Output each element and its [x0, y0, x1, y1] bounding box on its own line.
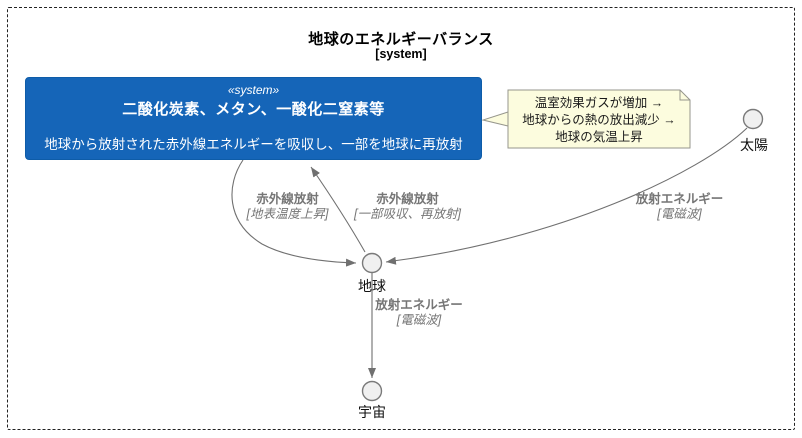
edge-label-qualifier: [電磁波] — [396, 313, 442, 327]
note-pointer-lines — [481, 111, 509, 127]
system-stereotype: «system» — [227, 83, 280, 97]
earth-node-icon — [361, 252, 383, 274]
edge-sun-to-earth — [385, 127, 748, 265]
note-fold-icon — [679, 90, 690, 101]
edge-label-earth-to-ghg: 赤外線放射 [一部吸収、再放射] — [340, 192, 475, 222]
edge-label-text: 放射エネルギー — [635, 192, 724, 206]
edge-label-text: 赤外線放射 — [256, 192, 319, 206]
edge-label-ghg-to-earth: 赤外線放射 [地表温度上昇] — [230, 192, 345, 222]
edge-label-text: 放射エネルギー — [375, 298, 463, 312]
note-line: 地球の気温上昇 — [555, 130, 643, 144]
edge-label-qualifier: [電磁波] — [657, 207, 702, 221]
note: 温室効果ガスが増加 → 地球からの熱の放出減少 → 地球の気温上昇 — [508, 95, 690, 146]
note-pointer — [483, 112, 508, 126]
diagram-title: 地球のエネルギーバランス — [308, 31, 494, 48]
earth-node-label: 地球 — [358, 278, 386, 294]
note-shape — [507, 89, 691, 149]
sun-node-icon — [742, 108, 764, 130]
space-node-label: 宇宙 — [358, 404, 386, 420]
edge-label-qualifier: [地表温度上昇] — [246, 207, 329, 221]
system-name: 二酸化炭素、メタン、一酸化二窒素等 — [122, 101, 385, 118]
system-box: «system» 二酸化炭素、メタン、一酸化二窒素等 地球から放射された赤外線エ… — [25, 77, 482, 160]
space-node-icon — [361, 380, 383, 402]
note-line: 地球からの熱の放出減少 → — [522, 113, 676, 127]
note-line: 温室効果ガスが増加 → — [534, 96, 664, 110]
edge-label-sun-to-earth: 放射エネルギー [電磁波] — [617, 192, 742, 222]
system-description: 地球から放射された赤外線エネルギーを吸収し、一部を地球に再放射 — [44, 137, 463, 152]
sun-node-label: 太陽 — [740, 137, 768, 153]
diagram-subtitle: [system] — [375, 47, 427, 61]
edge-label-text: 赤外線放射 — [376, 192, 439, 206]
edge-ghg-to-earth — [231, 159, 357, 267]
diagram-frame — [7, 7, 795, 430]
edge-label-earth-to-space: 放射エネルギー [電磁波] — [374, 298, 464, 328]
edge-earth-to-ghg — [310, 166, 366, 253]
edge-label-qualifier: [一部吸収、再放射] — [354, 207, 461, 221]
